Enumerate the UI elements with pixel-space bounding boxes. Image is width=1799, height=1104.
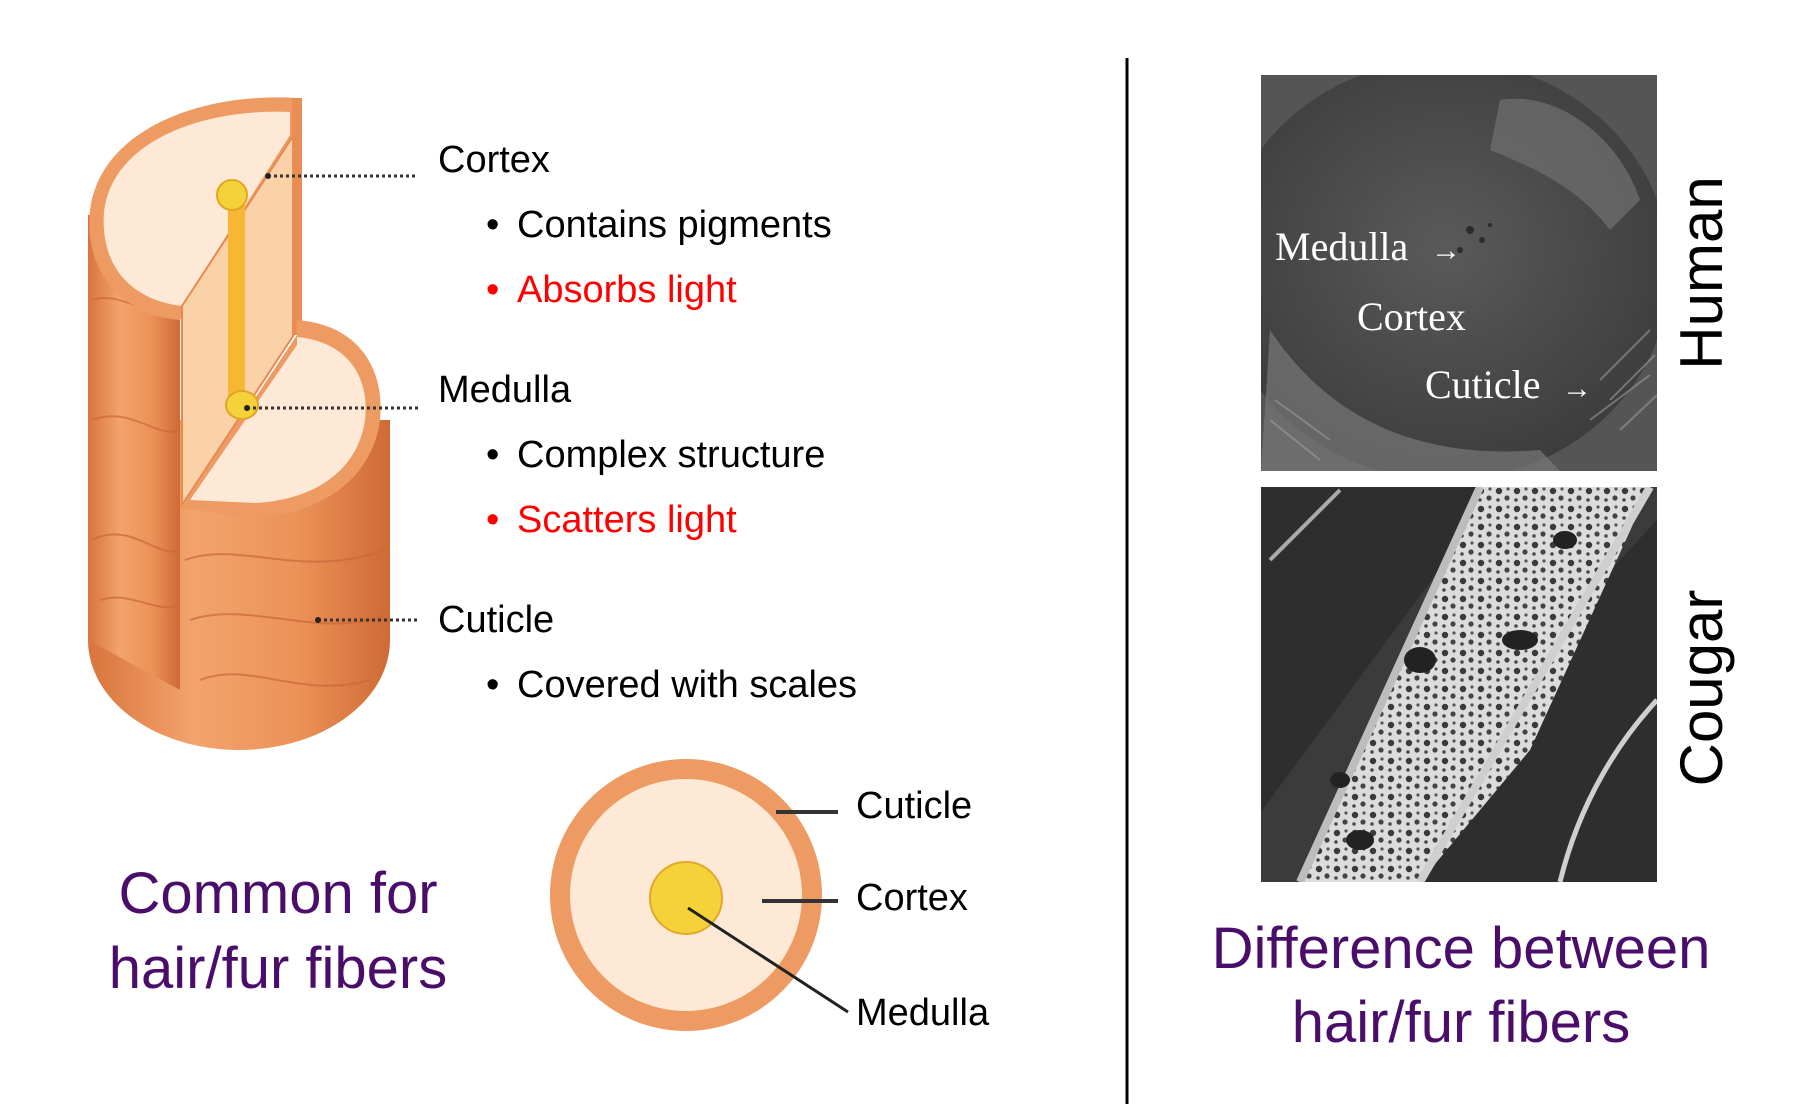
- upper-cortex-face: [103, 111, 290, 306]
- cortex-bullet-2: Absorbs light: [517, 269, 737, 311]
- right-caption-line-2: hair/fur fibers: [1292, 990, 1630, 1055]
- cougar-sem-image: [1261, 487, 1657, 882]
- medulla-strand: [228, 190, 245, 408]
- cs-cuticle-label: Cuticle: [856, 785, 972, 827]
- right-caption-line-1: Difference between: [1212, 916, 1711, 981]
- cortex-bullet-1-glyph: •: [486, 204, 499, 246]
- cross-section-labels: Cuticle Cortex Medulla: [856, 785, 990, 1034]
- right-caption: Difference between hair/fur fibers: [1212, 916, 1711, 1055]
- medulla-top: [216, 179, 248, 211]
- left-caption-line-2: hair/fur fibers: [109, 936, 447, 1001]
- right-side-labels: Human Cougar: [1668, 176, 1735, 786]
- human-sem-labels: Medulla → Cortex Cuticle →: [1275, 224, 1592, 407]
- medulla-bullet-1: Complex structure: [517, 434, 825, 476]
- human-medulla-arrow: →: [1431, 234, 1461, 267]
- cylinder-body-upper: [88, 200, 180, 690]
- human-cortex-label: Cortex: [1357, 294, 1466, 339]
- human-cuticle-arrow: →: [1562, 372, 1592, 405]
- medulla-bullet-2-glyph: •: [486, 499, 499, 541]
- cuticle-bullet-1-glyph: •: [486, 664, 499, 706]
- cuticle-bullet-1: Covered with scales: [517, 664, 857, 706]
- human-medulla-label: Medulla: [1275, 224, 1409, 269]
- left-caption: Common for hair/fur fibers: [109, 861, 447, 1001]
- medulla-bottom: [225, 390, 259, 420]
- cs-medulla-pointer: [687, 906, 849, 1014]
- cortex-title: Cortex: [438, 139, 550, 181]
- leader-lines: [247, 174, 418, 622]
- human-cuticle-label: Cuticle: [1425, 362, 1541, 407]
- cortex-bullet-1: Contains pigments: [517, 204, 832, 246]
- cortex-bullet-2-glyph: •: [486, 269, 499, 311]
- cuticle-scale-lines: [91, 297, 387, 687]
- cuticle-title: Cuticle: [438, 599, 554, 641]
- cougar-side-label: Cougar: [1668, 590, 1735, 787]
- lower-cortex-face: [190, 337, 366, 503]
- cs-medulla-label: Medulla: [856, 992, 990, 1034]
- left-caption-line-1: Common for: [118, 861, 437, 926]
- medulla-bullet-2: Scatters light: [517, 499, 737, 541]
- cross-section-diagram: [550, 759, 849, 1031]
- cross-section-medulla: [649, 861, 723, 935]
- hair-cylinder-illustration: [88, 97, 390, 750]
- structure-labels: Cortex • Contains pigments • Absorbs lig…: [438, 139, 857, 706]
- human-sem-image: [1261, 75, 1657, 471]
- human-side-label: Human: [1668, 176, 1735, 369]
- medulla-bullet-1-glyph: •: [486, 434, 499, 476]
- cs-cortex-label: Cortex: [856, 877, 968, 919]
- medulla-title: Medulla: [438, 369, 572, 411]
